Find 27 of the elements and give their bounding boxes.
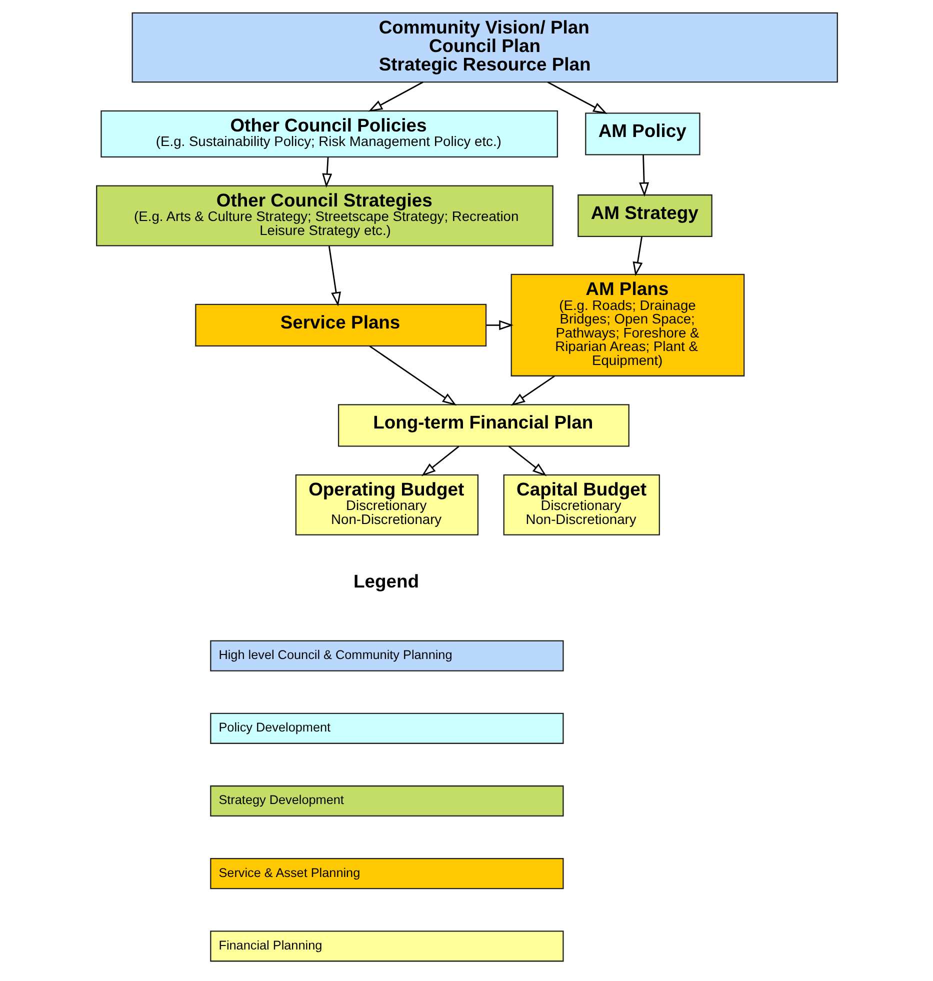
legend-label: Strategy Development xyxy=(218,793,344,808)
legend-label: High level Council & Community Planning xyxy=(218,648,452,662)
label: Legend xyxy=(353,570,419,592)
arrow xyxy=(546,82,607,114)
arrow xyxy=(368,82,423,112)
node-box: AM Policy xyxy=(584,112,700,156)
node-box: Service Plans xyxy=(194,304,486,346)
arrow xyxy=(420,446,459,476)
node-box: AM Strategy xyxy=(577,194,712,238)
legend-label: Policy Development xyxy=(218,720,330,735)
node-box: AM Plans (E.g. Roads; Drainage Bridges; Open Space; Pathways; Foreshore & Riparian Areas; Plant & Equipment) xyxy=(510,274,744,376)
node-box: Long-term Financial Plan xyxy=(337,404,629,447)
node-box: Other Council Strategies (E.g. Arts & Culture Strategy; Streetscape Strategy; Recreation Leisure Strategy etc.) xyxy=(96,185,553,246)
arrow xyxy=(322,157,332,188)
arrow xyxy=(638,154,649,197)
legend-label: Service & Asset Planning xyxy=(218,866,360,880)
arrow xyxy=(508,446,546,476)
legend-label: Financial Planning xyxy=(218,938,322,952)
arrow xyxy=(632,236,642,276)
arrow xyxy=(328,246,340,306)
node-box: Community Vision/ Plan Council Plan Strategic Resource Plan xyxy=(131,12,838,83)
arrow xyxy=(368,346,456,406)
node-box: Capital Budget Discretionary Non-Discretionary xyxy=(502,474,660,536)
node-box: Other Council Policies (E.g. Sustainability Policy; Risk Management Policy etc.) xyxy=(100,110,558,158)
node-box: Operating Budget Discretionary Non-Discretionary xyxy=(294,474,478,536)
arrow xyxy=(510,376,554,406)
arrow xyxy=(486,320,513,330)
